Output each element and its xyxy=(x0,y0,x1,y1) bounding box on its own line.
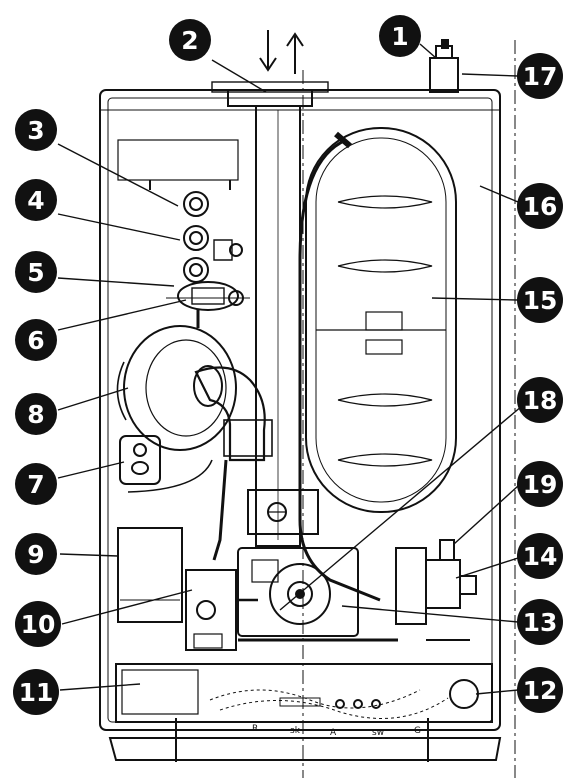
callout-number: 10 xyxy=(21,610,56,639)
callout-15: 15 xyxy=(517,277,563,323)
callout-number: 13 xyxy=(523,608,558,637)
top-connector xyxy=(429,39,459,93)
callout-number: 2 xyxy=(181,26,198,55)
bottom-bracket xyxy=(108,737,502,761)
sensor-window xyxy=(119,435,161,485)
callout-6: 6 xyxy=(15,319,57,361)
callout-number: 7 xyxy=(27,470,44,499)
tank-pipe xyxy=(298,138,381,602)
callout-number: 12 xyxy=(523,676,558,705)
callout-4: 4 xyxy=(15,179,57,221)
callout-18: 18 xyxy=(517,377,563,423)
expansion-tank xyxy=(305,127,457,513)
callout-number: 19 xyxy=(523,470,558,499)
panel-label-g: G xyxy=(414,726,421,736)
callout-number: 15 xyxy=(523,286,558,315)
callout-14: 14 xyxy=(517,533,563,579)
callout-1: 1 xyxy=(379,15,421,57)
gas-pipe xyxy=(212,459,228,561)
callout-number: 3 xyxy=(27,116,44,145)
flue-collector xyxy=(247,489,319,535)
flue-direction-arrows xyxy=(259,30,304,74)
control-box xyxy=(117,527,183,623)
callout-9: 9 xyxy=(15,533,57,575)
tank-ribs xyxy=(316,195,446,467)
leader-lines xyxy=(57,43,523,695)
callout-number: 17 xyxy=(523,62,558,91)
panel-label-a: A xyxy=(330,728,337,738)
callout-number: 14 xyxy=(523,542,558,571)
callout-number: 5 xyxy=(27,258,44,287)
control-panel xyxy=(115,663,493,723)
callout-number: 16 xyxy=(523,192,558,221)
panel-label-sk: sk xyxy=(290,726,301,736)
right-valve xyxy=(395,539,477,641)
callout-number: 11 xyxy=(19,678,54,707)
callout-number: 4 xyxy=(27,186,44,215)
callout-3: 3 xyxy=(15,109,57,151)
panel-label-sw: sw xyxy=(372,728,384,738)
callout-5: 5 xyxy=(15,251,57,293)
callout-16: 16 xyxy=(517,183,563,229)
callout-12: 12 xyxy=(517,667,563,713)
callout-8: 8 xyxy=(15,393,57,435)
callout-number: 1 xyxy=(391,22,408,51)
callout-number: 18 xyxy=(523,386,558,415)
callout-7: 7 xyxy=(15,463,57,505)
callout-number: 8 xyxy=(27,400,44,429)
callout-number: 9 xyxy=(27,540,44,569)
callout-2: 2 xyxy=(169,19,211,61)
callout-17: 17 xyxy=(517,53,563,99)
callout-19: 19 xyxy=(517,461,563,507)
panel-label-r: R xyxy=(252,724,258,734)
left-valve-stack xyxy=(117,139,250,328)
callout-13: 13 xyxy=(517,599,563,645)
fan-assembly xyxy=(116,325,273,462)
callout-11: 11 xyxy=(13,669,59,715)
callout-number: 6 xyxy=(27,326,44,355)
callout-10: 10 xyxy=(15,601,61,647)
pump-assembly xyxy=(237,547,398,642)
gas-valve xyxy=(185,569,258,651)
